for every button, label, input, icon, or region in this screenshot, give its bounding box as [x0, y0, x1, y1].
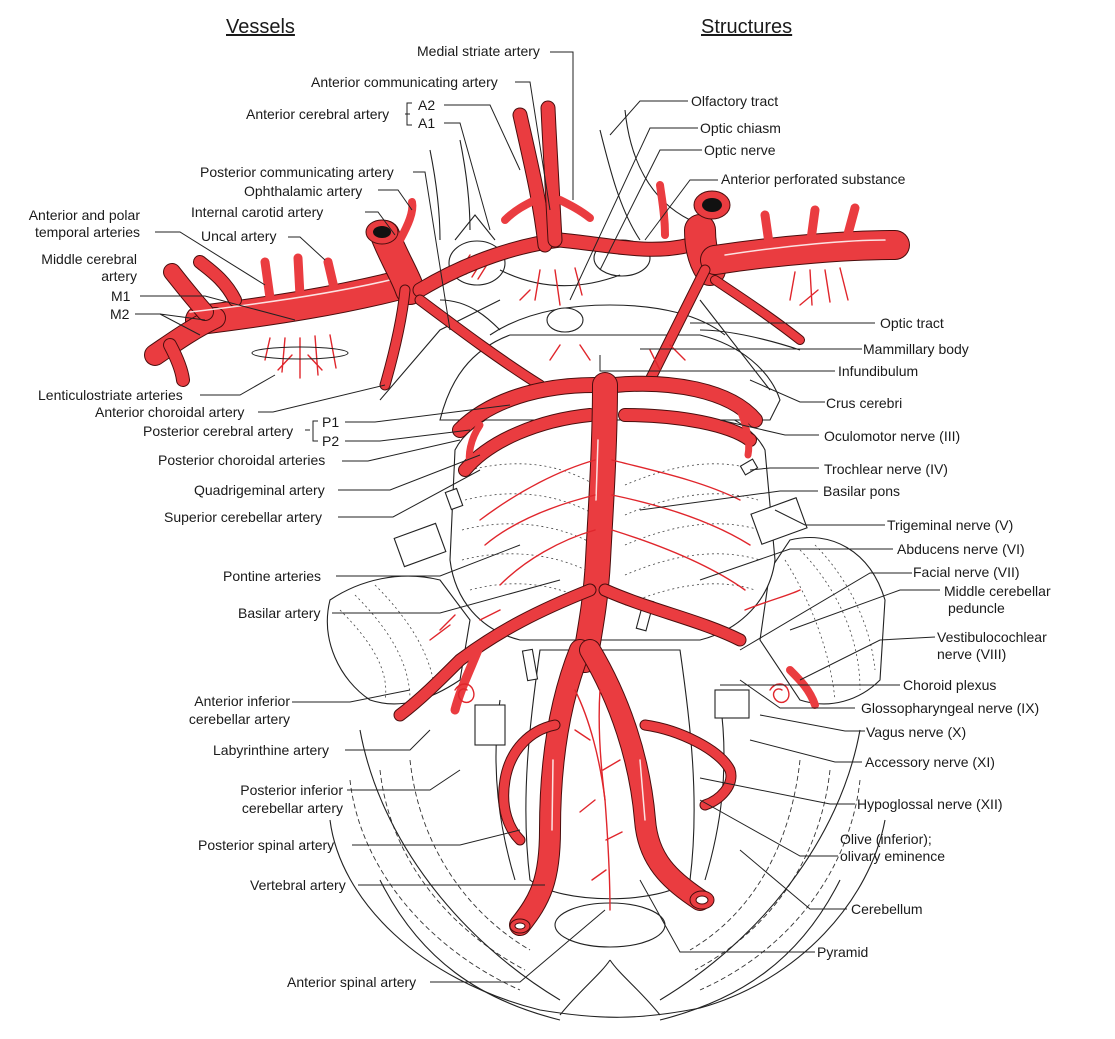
cranial-nerves	[393, 458, 808, 746]
label-optic-chiasm: Optic chiasm	[700, 120, 781, 136]
left-lenticulostriate	[251, 334, 349, 379]
label-p2: P2	[322, 433, 340, 449]
label-middle-cerebral-artery-2: artery	[101, 268, 137, 284]
label-ophthalamic-artery: Ophthalamic artery	[244, 183, 363, 199]
label-pontine-arteries: Pontine arteries	[223, 568, 322, 584]
label-a1: A1	[418, 115, 436, 131]
label-infundibulum: Infundibulum	[838, 363, 919, 379]
pica	[498, 719, 737, 846]
label-trochlear-nerve: Trochlear nerve (IV)	[824, 461, 948, 477]
pontine-branches	[479, 459, 751, 591]
choroid-plexus	[454, 666, 819, 709]
label-olive-2: olivary eminence	[840, 848, 946, 864]
label-vestibulocochlear-nerve-1: Vestibulocochlear	[937, 629, 1047, 645]
heading-structures: Structures	[701, 16, 793, 38]
label-posterior-cerebral-artery: Posterior cerebral artery	[143, 423, 294, 439]
label-abducens-nerve: Abducens nerve (VI)	[897, 541, 1025, 557]
label-middle-cerebellar-peduncle-2: peduncle	[948, 600, 1005, 616]
label-a2: A2	[418, 97, 436, 113]
label-m2: M2	[110, 306, 130, 322]
label-vertebral-artery: Vertebral artery	[250, 877, 346, 893]
leader-lines	[135, 51, 940, 983]
label-vagus-nerve: Vagus nerve (X)	[866, 724, 967, 740]
cerebellum-outline	[329, 729, 886, 1021]
label-choroid-plexus: Choroid plexus	[903, 677, 997, 693]
anterior-cerebral-arteries	[412, 100, 698, 298]
label-posterior-choroidal-arteries: Posterior choroidal arteries	[158, 452, 326, 468]
label-pyramid: Pyramid	[817, 944, 869, 960]
label-cerebellum: Cerebellum	[851, 901, 923, 917]
arteries	[144, 100, 910, 936]
label-hypoglossal-nerve: Hypoglossal nerve (XII)	[857, 796, 1003, 812]
label-glossopharyngeal-nerve: Glossopharyngeal nerve (IX)	[861, 700, 1040, 716]
label-basilar-pons: Basilar pons	[823, 483, 901, 499]
label-anterior-polar-temporal-1: Anterior and polar	[28, 207, 140, 223]
label-trigeminal-nerve: Trigeminal nerve (V)	[887, 517, 1014, 533]
label-basilar-artery: Basilar artery	[238, 605, 321, 621]
vertebral-arteries	[509, 639, 715, 936]
right-peduncle	[759, 536, 886, 705]
label-m1: M1	[111, 288, 131, 304]
label-posterior-communicating-artery: Posterior communicating artery	[200, 164, 394, 180]
label-middle-cerebellar-peduncle-1: Middle cerebellar	[944, 583, 1051, 599]
label-superior-cerebellar-artery: Superior cerebellar artery	[164, 509, 322, 525]
label-accessory-nerve: Accessory nerve (XI)	[865, 754, 995, 770]
basilar-artery	[572, 372, 618, 673]
label-pica-2: cerebellar artery	[241, 800, 343, 816]
label-labyrinthine-artery: Labyrinthine artery	[213, 742, 329, 758]
label-olfactory-tract: Olfactory tract	[691, 93, 779, 109]
label-medial-striate-artery: Medial striate artery	[417, 43, 540, 59]
label-optic-tract: Optic tract	[880, 315, 944, 331]
label-optic-nerve: Optic nerve	[704, 142, 776, 158]
label-crus-cerebri: Crus cerebri	[826, 395, 903, 411]
label-anterior-communicating-artery: Anterior communicating artery	[311, 74, 498, 90]
label-facial-nerve: Facial nerve (VII)	[913, 564, 1020, 580]
label-mammillary-body: Mammillary body	[863, 341, 969, 357]
label-anterior-polar-temporal-2: temporal arteries	[34, 224, 140, 240]
label-anterior-cerebral-artery: Anterior cerebral artery	[246, 106, 390, 122]
label-uncal-artery: Uncal artery	[201, 228, 277, 244]
left-peduncle	[326, 575, 471, 705]
label-anterior-spinal-artery: Anterior spinal artery	[287, 974, 417, 990]
label-aica-2: cerebellar artery	[188, 711, 290, 727]
aica	[393, 583, 801, 722]
posterior-cerebral-arteries	[452, 375, 763, 477]
anterior-spinal-artery	[574, 689, 623, 911]
label-lenticulostriate-arteries: Lenticulostriate arteries	[38, 387, 183, 403]
label-internal-carotid-artery: Internal carotid artery	[191, 204, 324, 220]
label-vestibulocochlear-nerve-2: nerve (VIII)	[937, 646, 1007, 662]
label-aica-1: Anterior inferior	[194, 693, 290, 709]
label-anterior-choroidal-artery: Anterior choroidal artery	[95, 404, 245, 420]
label-posterior-spinal-artery: Posterior spinal artery	[198, 837, 335, 853]
label-olive-1: Olive (inferior);	[840, 831, 932, 847]
heading-vessels: Vessels	[226, 16, 295, 38]
label-pica-1: Posterior inferior	[240, 782, 343, 798]
label-oculomotor-nerve: Oculomotor nerve (III)	[824, 428, 961, 444]
label-quadrigeminal-artery: Quadrigeminal artery	[194, 482, 325, 498]
label-p1: P1	[322, 414, 340, 430]
left-middle-cerebral-artery	[144, 253, 415, 387]
label-anterior-perforated-substance: Anterior perforated substance	[721, 171, 906, 187]
label-middle-cerebral-artery-1: Middle cerebral	[41, 251, 137, 267]
